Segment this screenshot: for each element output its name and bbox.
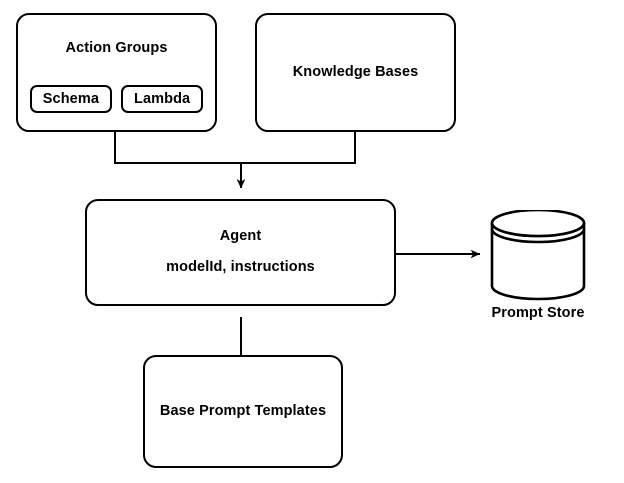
node-prompt-store[interactable]: Prompt Store (488, 210, 588, 328)
node-base-prompt-templates[interactable]: Base Prompt Templates (143, 355, 343, 468)
node-agent-sublabel: modelId, instructions (166, 259, 315, 275)
node-action-groups[interactable]: Action Groups Schema Lambda (16, 13, 217, 132)
database-cylinder-icon (490, 210, 586, 301)
action-groups-chip-row: Schema Lambda (18, 85, 215, 113)
node-knowledge-bases[interactable]: Knowledge Bases (255, 13, 456, 132)
node-action-groups-label: Action Groups (65, 40, 168, 56)
edge-knowledge-bases-to-agent (240, 131, 356, 164)
edge-action-groups-to-agent (114, 131, 242, 164)
node-agent-label: Agent (219, 228, 262, 245)
chip-lambda[interactable]: Lambda (121, 85, 204, 113)
node-base-prompt-templates-label: Base Prompt Templates (159, 402, 327, 419)
node-agent[interactable]: Agent modelId, instructions (85, 199, 396, 306)
node-knowledge-bases-label: Knowledge Bases (292, 63, 419, 80)
chip-schema[interactable]: Schema (29, 85, 112, 113)
node-prompt-store-label: Prompt Store (491, 305, 585, 321)
